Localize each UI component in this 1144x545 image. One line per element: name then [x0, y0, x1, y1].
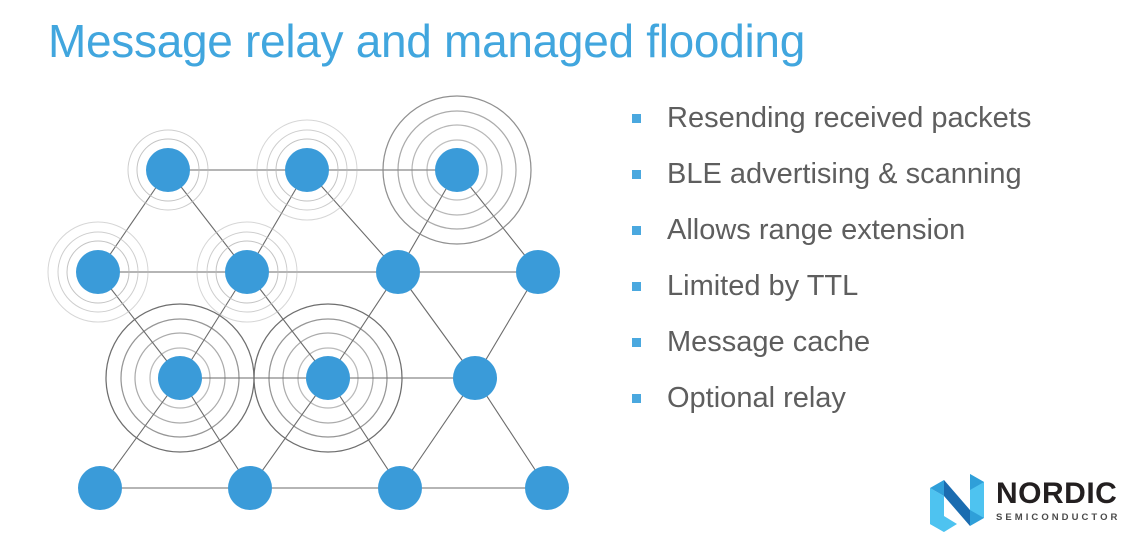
signal-ring	[57, 231, 139, 313]
signal-rings	[127, 129, 209, 211]
signal-ring	[120, 318, 240, 438]
mesh-network-flooding-diagram	[0, 78, 610, 538]
signal-ring	[411, 124, 503, 216]
mesh-node	[516, 250, 560, 294]
bullet-square-icon	[632, 170, 641, 179]
mesh-node	[228, 466, 272, 510]
list-item: Allows range extension	[632, 212, 1132, 268]
mesh-edge	[99, 377, 181, 489]
signal-ring	[297, 347, 359, 409]
mesh-node	[453, 356, 497, 400]
signal-ring	[397, 110, 517, 230]
signal-rings	[382, 95, 532, 245]
signal-ring	[266, 129, 348, 211]
signal-ring	[215, 240, 279, 304]
bullet-square-icon	[632, 282, 641, 291]
bullet-square-icon	[632, 114, 641, 123]
signal-rings	[256, 119, 358, 221]
mesh-edge	[399, 377, 476, 489]
signal-ring	[136, 138, 200, 202]
bullet-square-icon	[632, 338, 641, 347]
bullet-list: Resending received packets BLE advertisi…	[632, 100, 1132, 436]
signal-ring	[382, 95, 532, 245]
list-item: Limited by TTL	[632, 268, 1132, 324]
signal-ring	[282, 332, 374, 424]
signal-ring	[206, 231, 288, 313]
signal-ring	[426, 139, 488, 201]
signal-ring	[268, 318, 388, 438]
signal-ring	[134, 332, 226, 424]
mesh-node	[378, 466, 422, 510]
signal-ring	[149, 347, 211, 409]
list-item: Optional relay	[632, 380, 1132, 436]
signal-rings	[253, 303, 403, 453]
bullet-label: Resending received packets	[667, 102, 1032, 134]
bullet-square-icon	[632, 226, 641, 235]
bullet-label: Message cache	[667, 326, 871, 358]
signal-ring	[275, 138, 339, 202]
bullet-label: Allows range extension	[667, 214, 966, 246]
logo-brand-name: NORDIC	[996, 477, 1118, 510]
mesh-node	[306, 356, 350, 400]
mesh-edge	[246, 271, 329, 379]
mesh-edge	[97, 271, 181, 379]
mesh-node	[225, 250, 269, 294]
mesh-node	[525, 466, 569, 510]
mesh-nodes-layer	[76, 148, 569, 510]
bullet-label: BLE advertising & scanning	[667, 158, 1022, 190]
bullet-label: Limited by TTL	[667, 270, 859, 302]
nordic-semiconductor-logo: NORDIC SEMICONDUCTOR	[926, 472, 1122, 534]
mesh-diagram-svg	[47, 95, 569, 510]
mesh-signal-rings-layer	[47, 95, 532, 453]
mesh-node	[376, 250, 420, 294]
signal-ring	[66, 240, 130, 304]
nordic-n-mark-icon	[926, 474, 988, 532]
signal-ring	[47, 221, 149, 323]
mesh-node	[76, 250, 120, 294]
mesh-node	[158, 356, 202, 400]
page-title: Message relay and managed flooding	[48, 15, 805, 67]
list-item: Resending received packets	[632, 100, 1132, 156]
signal-ring	[196, 221, 298, 323]
mesh-node	[285, 148, 329, 192]
signal-rings	[196, 221, 298, 323]
signal-ring	[253, 303, 403, 453]
mesh-node	[435, 148, 479, 192]
signal-ring	[256, 119, 358, 221]
mesh-node	[78, 466, 122, 510]
bullet-square-icon	[632, 394, 641, 403]
mesh-edge	[249, 377, 329, 489]
mesh-edge	[306, 169, 399, 273]
bullet-label: Optional relay	[667, 382, 846, 414]
logo-brand-subtitle: SEMICONDUCTOR	[996, 512, 1121, 523]
nordic-wordmark: NORDIC SEMICONDUCTOR	[996, 478, 1120, 524]
list-item: BLE advertising & scanning	[632, 156, 1132, 212]
mesh-node	[146, 148, 190, 192]
signal-rings	[47, 221, 149, 323]
signal-ring	[127, 129, 209, 211]
list-item: Message cache	[632, 324, 1132, 380]
